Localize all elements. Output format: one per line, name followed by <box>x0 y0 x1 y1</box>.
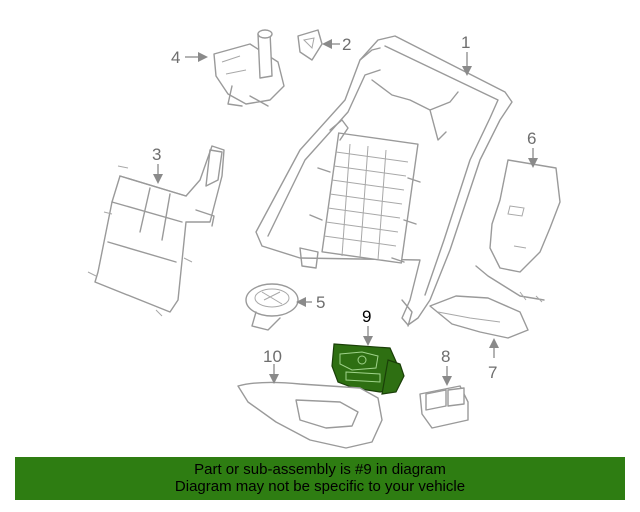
callout-5: 5 <box>316 293 325 312</box>
part-10-bezel <box>237 381 383 449</box>
part-8-switch-block <box>419 385 469 429</box>
part-6-heater-pad <box>475 159 561 303</box>
callout-3: 3 <box>152 145 161 164</box>
callout-8: 8 <box>441 347 450 366</box>
parts-diagram: 1 2 3 4 5 6 7 8 9 10 <box>87 29 561 449</box>
callout-1: 1 <box>461 33 470 52</box>
callout-9: 9 <box>362 307 371 326</box>
part-9-seat-switch-highlighted <box>331 343 405 395</box>
callout-6: 6 <box>527 129 536 148</box>
part-1-seat-frame <box>255 35 513 327</box>
callout-10: 10 <box>263 347 282 366</box>
part-2-clip <box>297 29 323 61</box>
part-3-back-panel <box>87 145 225 317</box>
banner-line-1: Part or sub-assembly is #9 in diagram <box>194 461 446 478</box>
leader-lines <box>153 39 538 386</box>
callout-7: 7 <box>488 363 497 382</box>
callout-4: 4 <box>171 48 180 67</box>
part-7-trim-cover <box>429 295 529 339</box>
part-4-motor <box>213 29 285 107</box>
callout-2: 2 <box>342 35 351 54</box>
part-5-knob <box>245 283 299 331</box>
banner-line-2: Diagram may not be specific to your vehi… <box>174 478 466 495</box>
info-banner: Part or sub-assembly is #9 in diagram Di… <box>15 457 625 500</box>
